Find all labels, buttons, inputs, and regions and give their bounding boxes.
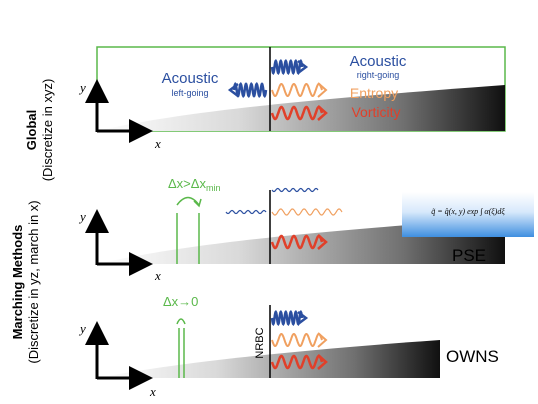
pse-label: PSE <box>452 246 486 265</box>
acoustic-left-wave <box>232 82 268 98</box>
entropy-arrowhead <box>317 82 328 98</box>
marching-subtitle: (Discretize in yz, march in x) <box>26 200 41 363</box>
entropy-arrowhead <box>317 332 328 348</box>
wall-shading <box>97 85 505 131</box>
vorticity-label: Vorticity <box>351 104 400 120</box>
marching-label: Marching Methods (Discretize in yz, marc… <box>10 200 41 363</box>
vorticity-wave <box>270 354 324 370</box>
y-axis-label: y <box>78 209 86 224</box>
vorticity-arrowhead <box>317 105 328 121</box>
owns-label: OWNS <box>446 347 499 366</box>
global-label: Global (Discretize in xyz) <box>24 79 55 182</box>
entropy-wave <box>271 208 343 216</box>
x-axis-label: x <box>154 136 161 151</box>
march-step-arrow <box>176 196 200 206</box>
marching-title: Marching Methods <box>10 225 25 340</box>
y-axis-label: y <box>78 321 86 336</box>
acoustic-left-wave <box>225 209 267 215</box>
entropy-label: Entropy <box>350 85 398 101</box>
acoustic-right-wave <box>270 59 304 75</box>
acoustic-right-label: Acoustic <box>350 53 407 70</box>
global-title: Global <box>24 110 39 150</box>
wall-shading <box>97 340 440 378</box>
step-label: Δx→0 <box>163 294 198 309</box>
vorticity-wave <box>270 105 324 121</box>
vorticity-wave <box>270 234 324 250</box>
formula-box <box>402 192 534 237</box>
step-label: Δx>Δxmin <box>168 176 220 193</box>
acoustic-right-arrowhead <box>297 60 309 74</box>
acoustic-right-sublabel: right-going <box>357 70 400 80</box>
owns-panel: y x NRBC Δx→0 OWNS <box>78 294 499 399</box>
formula-text: q̃ = q̂(x, y) exp ∫ α(ξ)dξ <box>431 207 505 216</box>
x-axis-label: x <box>149 384 156 399</box>
acoustic-left-sublabel: left-going <box>171 88 208 98</box>
acoustic-right-arrowhead <box>297 311 309 325</box>
nrbc-label: NRBC <box>254 327 266 358</box>
march-step-arrowhead <box>193 198 202 208</box>
acoustic-right-wave <box>271 187 319 193</box>
march-step-arrow <box>176 318 186 325</box>
global-subtitle: (Discretize in xyz) <box>40 79 55 182</box>
pse-panel: y x Δx>Δxmin q̃ = q̂(x, y) exp ∫ α(ξ)dξ … <box>78 176 534 283</box>
acoustic-left-label: Acoustic <box>162 70 219 87</box>
vorticity-arrowhead <box>317 234 328 250</box>
x-axis-label: x <box>154 268 161 283</box>
vorticity-arrowhead <box>317 354 328 370</box>
acoustic-left-arrowhead <box>227 83 239 97</box>
global-panel: y x Acoustic left-going Acoustic right-g… <box>78 46 506 151</box>
entropy-wave <box>271 333 323 347</box>
acoustic-right-wave <box>270 310 304 326</box>
entropy-wave <box>271 83 323 97</box>
y-axis-label: y <box>78 80 86 95</box>
